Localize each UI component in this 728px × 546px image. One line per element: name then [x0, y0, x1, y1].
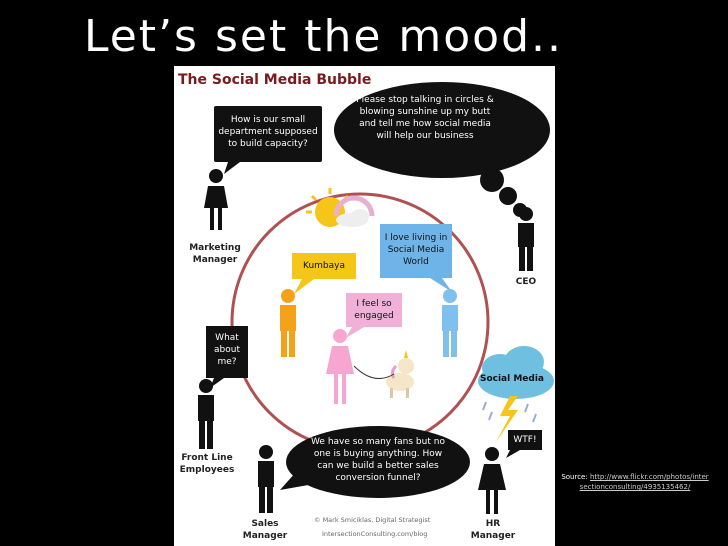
cloud-label: Social Media [479, 374, 545, 384]
credit-site: IntersectionConsulting.com/blog [322, 530, 428, 538]
thought-dot [499, 187, 517, 205]
source-label: Source: [561, 473, 590, 481]
source-attribution: Source: http://www.flickr.com/photos/int… [560, 472, 710, 492]
frontline-speech-bubble [206, 326, 248, 378]
credit-author: © Mark Smiciklas, Digital Strategist [314, 516, 431, 524]
love-speech-bubble [380, 224, 452, 278]
engaged-quote: I feel so engaged [354, 299, 394, 321]
unicorn-icon [353, 350, 414, 398]
hr-manager-figure [478, 447, 506, 514]
frontline-quote: What about me? [214, 333, 240, 367]
engaged-speech-bubble [346, 293, 402, 327]
ceo-quote: Please stop talking in circles & blowing… [356, 95, 494, 141]
infographic-poster: The Social Media Bubble Please stop talk… [174, 66, 555, 546]
sales-manager-figure [258, 445, 274, 513]
role-sales: Sales Manager [242, 519, 288, 541]
source-link[interactable]: http://www.flickr.com/photos/intersectio… [579, 473, 709, 491]
role-frontline: Front Line Employees [179, 453, 235, 475]
wtf-quote: WTF! [513, 435, 537, 445]
role-hr: HR Manager [470, 519, 516, 541]
front-line-employee-figure [198, 379, 214, 449]
slide-title: Let’s set the mood.. [84, 11, 563, 62]
kumbaya-speech-bubble [292, 253, 356, 279]
thought-dot [480, 168, 504, 192]
poster-graphics [198, 82, 554, 514]
poster-title: The Social Media Bubble [178, 72, 372, 88]
ceo-speech-bubble [334, 82, 550, 178]
pink-person-figure [326, 329, 354, 404]
wtf-speech-bubble [508, 430, 542, 450]
love-quote: I love living in Social Media World [384, 233, 448, 267]
role-marketing: Marketing Manager [189, 243, 241, 265]
marketing-manager-figure [204, 169, 228, 230]
sales-speech-bubble [286, 426, 470, 498]
marketing-speech-bubble [214, 106, 322, 162]
rainbow-icon [333, 195, 375, 217]
blue-person-figure [442, 289, 458, 357]
ceo-figure [518, 207, 534, 271]
marketing-quote: How is our small department supposed to … [218, 115, 318, 149]
storm-cloud-icon [478, 346, 554, 442]
sales-quote: We have so many fans but no one is buyin… [311, 437, 445, 483]
kumbaya-quote: Kumbaya [303, 261, 345, 271]
orange-person-figure [280, 289, 296, 357]
role-ceo: CEO [515, 277, 537, 287]
